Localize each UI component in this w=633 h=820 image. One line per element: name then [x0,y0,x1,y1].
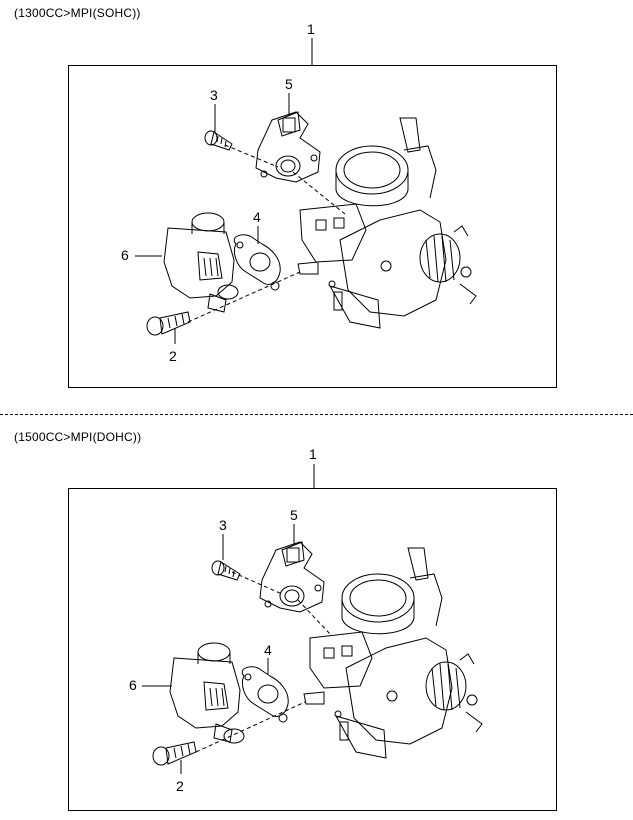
callout-actuator: 6 [121,247,129,263]
section-title-sohc: (1300CC>MPI(SOHC)) [14,6,141,20]
gasket-part-2 [242,667,288,722]
callout-gasket: 4 [253,209,261,225]
throttle-body-part-2 [304,548,482,758]
dash-screw [225,145,278,167]
lower-bolt-part [147,312,190,335]
section-divider [0,414,633,415]
throttle-body-diagram-dohc [0,420,633,820]
screw-part [205,131,232,150]
callout-bolt-2: 2 [176,778,184,794]
callout-gasket-2: 4 [264,642,272,658]
throttle-body-part [298,118,476,328]
throttle-position-sensor-2 [260,542,324,612]
gasket-part [234,235,280,290]
callout-actuator-2: 6 [129,677,137,693]
callout-assembly: 1 [307,21,315,37]
dash-screw-2 [232,572,282,594]
dash-sensor-2 [298,600,330,634]
throttle-position-sensor [256,112,320,182]
callout-sensor: 5 [285,76,293,92]
callout-screw: 3 [210,87,218,103]
dash-bolt-2 [196,702,305,752]
callout-screw-2: 3 [219,517,227,533]
diagram-frame-dohc [68,488,557,811]
callout-sensor-2: 5 [290,507,298,523]
idle-speed-actuator-2 [170,643,244,743]
idle-speed-actuator [164,213,238,312]
screw-part-2 [212,561,240,580]
section-title-dohc: (1500CC>MPI(DOHC)) [14,430,142,444]
diagram-frame-sohc [68,65,557,388]
lower-bolt-part-2 [153,742,196,765]
callout-bolt: 2 [169,348,177,364]
callout-assembly-2: 1 [309,446,317,462]
throttle-body-diagram-sohc [0,0,633,410]
